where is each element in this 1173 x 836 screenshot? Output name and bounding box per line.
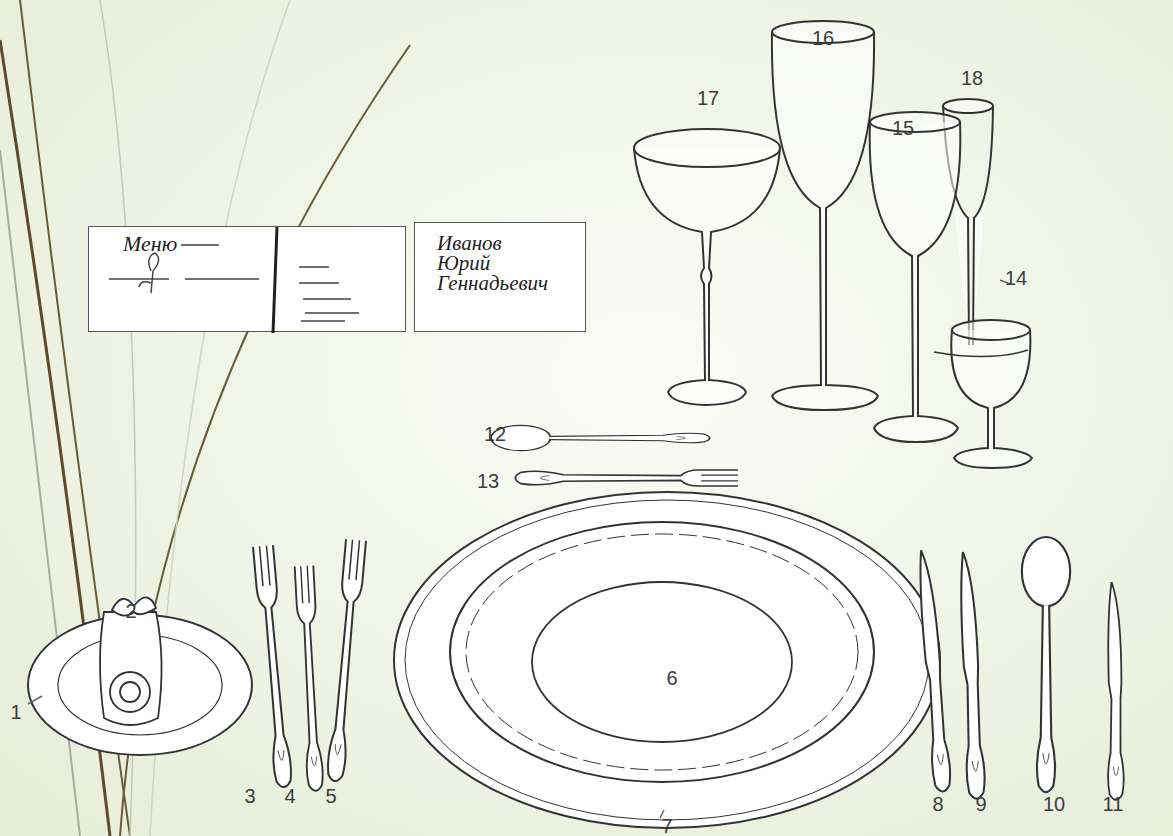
liqueur-glass [951, 330, 1032, 468]
flower-sketch [139, 253, 159, 293]
menu-line [185, 278, 259, 280]
menu-line [299, 282, 339, 284]
wine-glass [870, 122, 961, 442]
menu-line [181, 244, 219, 246]
menu-line [305, 312, 359, 314]
menu-card: Меню [88, 226, 406, 332]
callout-number: 10 [1043, 794, 1065, 814]
menu-line [299, 266, 329, 268]
callout-number: 3 [244, 786, 255, 806]
callout-number: 4 [284, 786, 295, 806]
fork [295, 566, 325, 792]
callout-number: 18 [961, 68, 983, 88]
callout-number: 6 [666, 668, 677, 688]
callout-number: 11 [1103, 794, 1124, 814]
cutlery [253, 425, 1124, 799]
callout-number: 17 [697, 88, 719, 108]
menu-line [301, 320, 345, 322]
glasses [634, 21, 1032, 468]
card-fold [273, 227, 277, 333]
guest-name: Иванов Юрий Геннадьевич [415, 223, 548, 293]
charger-plate-rim [405, 500, 929, 820]
plates [28, 492, 940, 828]
fork [325, 539, 366, 782]
napkin [100, 597, 162, 725]
callout-number: 16 [812, 28, 834, 48]
dessert-fork [515, 470, 738, 486]
soup-plate-scallop [466, 534, 858, 770]
leader-line [28, 696, 42, 704]
callout-number: 2 [125, 601, 136, 621]
liqueur-glass-rim [952, 320, 1030, 340]
menu-line [303, 298, 351, 300]
soup-plate [450, 522, 874, 782]
soup-plate-well [532, 582, 792, 742]
napkin-spiral [120, 682, 140, 702]
glass-shine [934, 350, 1028, 357]
spoon [1022, 537, 1070, 792]
callout-number: 12 [484, 424, 506, 444]
callout-number: 8 [932, 794, 943, 814]
callout-number: 7 [661, 816, 672, 836]
coupe-glass-rim [634, 129, 780, 167]
flute-glass-rim [943, 99, 993, 113]
decor-lines [0, 0, 410, 836]
coupe-glass [634, 148, 780, 405]
wine-glass-rim [870, 112, 960, 132]
dessert-spoon [491, 425, 710, 450]
napkin-spiral [110, 672, 150, 712]
menu-line [109, 278, 169, 280]
callout-number: 9 [975, 794, 986, 814]
callout-number: 15 [892, 118, 914, 138]
fork [253, 545, 294, 788]
place-card: Иванов Юрий Геннадьевич [414, 222, 586, 332]
knife [1108, 582, 1124, 800]
menu-heading: Меню [89, 227, 405, 257]
callout-number: 5 [325, 786, 336, 806]
napkin-roll [100, 612, 162, 725]
water-goblet [772, 32, 878, 410]
charger-plate [394, 492, 940, 828]
callout-number: 1 [10, 702, 21, 722]
fish-knife [959, 552, 985, 799]
knife [917, 549, 951, 792]
callout-number: 13 [477, 471, 499, 491]
callout-number: 14 [1005, 268, 1027, 288]
